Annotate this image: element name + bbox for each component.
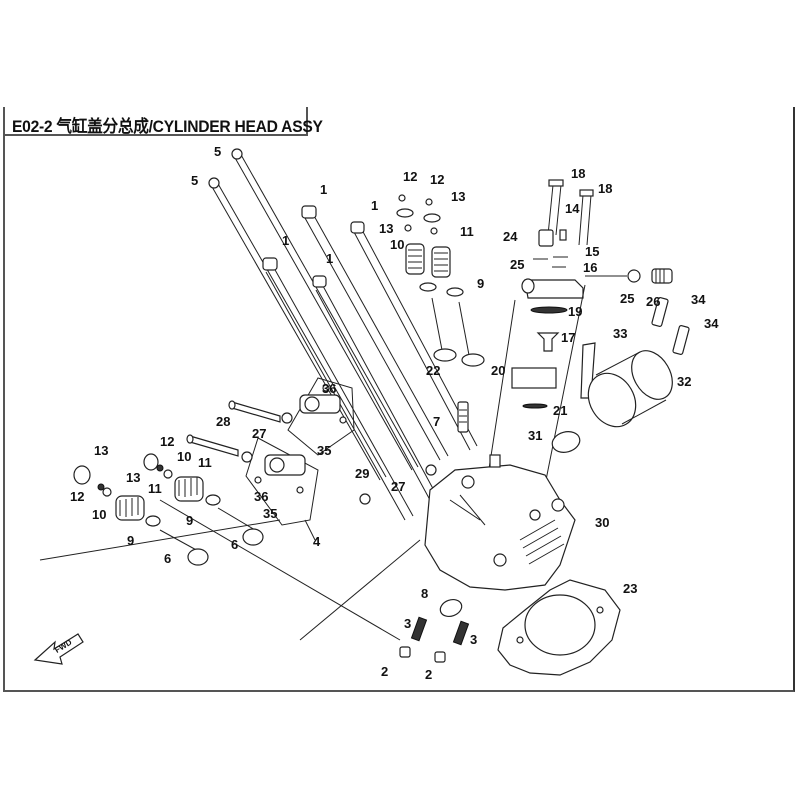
- callout-17: 17: [561, 330, 575, 345]
- lower-valve-train: [73, 453, 264, 566]
- upper-valve-train: [396, 194, 485, 367]
- callout-12: 12: [430, 172, 444, 187]
- callout-9: 9: [477, 276, 484, 291]
- rocker-shafts: [186, 400, 437, 505]
- forward-direction-arrow: FWD: [33, 633, 84, 665]
- callout-25: 25: [620, 291, 634, 306]
- callout-1: 1: [320, 182, 327, 197]
- callout-12: 12: [160, 434, 174, 449]
- spark-plug: [457, 401, 469, 433]
- callout-13: 13: [451, 189, 465, 204]
- callout-16: 16: [583, 260, 597, 275]
- callout-28: 28: [216, 414, 230, 429]
- cylinder-head: [424, 454, 576, 591]
- callout-11: 11: [198, 455, 212, 470]
- callout-9: 9: [186, 513, 193, 528]
- callout-31: 31: [528, 428, 542, 443]
- rocker-assembly-upper: [287, 377, 355, 456]
- callout-10: 10: [390, 237, 404, 252]
- callout-20: 20: [491, 363, 505, 378]
- callout-25: 25: [510, 257, 524, 272]
- head-bolt-long-2: [208, 177, 387, 481]
- callout-35: 35: [263, 506, 277, 521]
- callout-13: 13: [94, 443, 108, 458]
- callout-14: 14: [565, 201, 580, 216]
- callout-10: 10: [92, 507, 106, 522]
- callout-34: 34: [704, 316, 719, 331]
- callout-labels: 5 5 1 1 1 1 12 12 13 13 10 11 9 18 18 14…: [70, 144, 719, 682]
- rocker-assembly-lower: [245, 437, 319, 541]
- callout-3: 3: [404, 616, 411, 631]
- callout-1: 1: [371, 198, 378, 213]
- diagram-title: E02-2 气缸盖分总成/CYLINDER HEAD ASSY: [12, 117, 323, 136]
- callout-12: 12: [70, 489, 84, 504]
- callout-34: 34: [691, 292, 706, 307]
- assembly-leader-lines: [39, 499, 421, 641]
- callout-32: 32: [677, 374, 691, 389]
- callout-10: 10: [177, 449, 191, 464]
- callout-36: 36: [322, 381, 336, 396]
- callout-1: 1: [326, 251, 333, 266]
- callout-36: 36: [254, 489, 268, 504]
- bolt-1d: [312, 275, 438, 501]
- callout-6: 6: [231, 537, 238, 552]
- callout-18: 18: [598, 181, 612, 196]
- callout-29: 29: [355, 466, 369, 481]
- callout-19: 19: [568, 304, 582, 319]
- studs-and-nuts: [399, 598, 470, 663]
- callout-13: 13: [126, 470, 140, 485]
- callout-24: 24: [503, 229, 518, 244]
- callout-9: 9: [127, 533, 134, 548]
- callout-4: 4: [313, 534, 321, 549]
- temp-sensor: [585, 268, 673, 284]
- callout-33: 33: [613, 326, 627, 341]
- callout-5: 5: [191, 173, 198, 188]
- callout-3: 3: [470, 632, 477, 647]
- head-gasket: [497, 579, 621, 676]
- title-box: [3, 107, 308, 136]
- callout-8: 8: [421, 586, 428, 601]
- callout-12: 12: [403, 169, 417, 184]
- diagram-frame: [3, 107, 795, 692]
- callout-15: 15: [585, 244, 599, 259]
- callout-1: 1: [282, 233, 289, 248]
- water-outlet-stack: [474, 179, 594, 561]
- callout-11: 11: [148, 481, 162, 496]
- callout-30: 30: [595, 515, 609, 530]
- callout-18: 18: [571, 166, 585, 181]
- callout-2: 2: [381, 664, 388, 679]
- callout-13: 13: [379, 221, 393, 236]
- callout-2: 2: [425, 667, 432, 682]
- head-bolt-long-1: [231, 148, 419, 471]
- callout-11: 11: [460, 224, 474, 239]
- callout-27: 27: [391, 479, 405, 494]
- callout-7: 7: [433, 414, 440, 429]
- bolt-1a: [301, 205, 449, 461]
- intake-manifold: [551, 297, 690, 453]
- callout-35: 35: [317, 443, 331, 458]
- callout-21: 21: [553, 403, 567, 418]
- callout-27: 27: [252, 426, 266, 441]
- callout-23: 23: [623, 581, 637, 596]
- callout-26: 26: [646, 294, 660, 309]
- callout-6: 6: [164, 551, 171, 566]
- callout-22: 22: [426, 363, 440, 378]
- callout-5: 5: [214, 144, 221, 159]
